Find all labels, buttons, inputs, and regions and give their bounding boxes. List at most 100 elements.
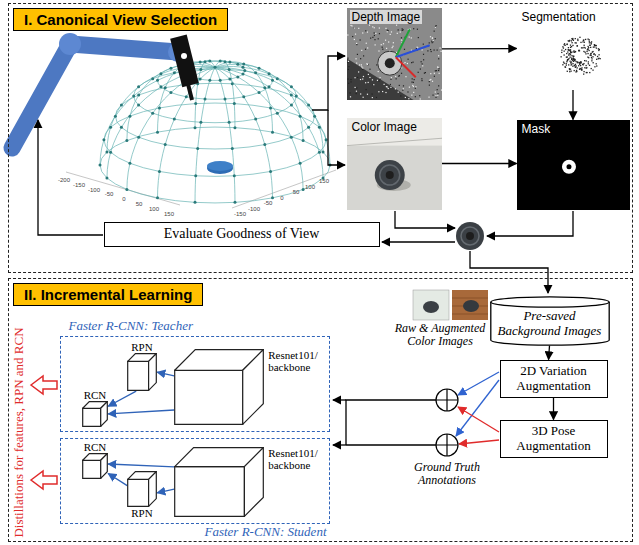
depth-noise	[416, 28, 417, 29]
depth-noise	[431, 40, 432, 41]
segment-point	[573, 59, 574, 60]
depth-noise	[372, 26, 373, 27]
view-point	[290, 85, 293, 88]
flow-line	[38, 120, 103, 235]
segment-point	[583, 39, 584, 40]
depth-noise	[413, 28, 414, 29]
view-point	[254, 71, 257, 74]
segment-point	[579, 63, 580, 64]
view-point	[196, 147, 199, 150]
wood-grain	[452, 298, 488, 314]
segment-point	[587, 48, 588, 49]
depth-noise	[427, 50, 428, 51]
segment-point	[587, 47, 588, 48]
depth-noise	[438, 72, 439, 73]
process-box: 3D Pose Augmentation	[500, 420, 608, 458]
view-point	[132, 94, 135, 97]
segment-point	[587, 56, 588, 57]
depth-noise	[369, 68, 370, 69]
grid-meridian	[215, 60, 235, 127]
depth-noise	[438, 68, 439, 69]
depth-noise	[387, 87, 388, 88]
view-point	[302, 139, 305, 142]
segment-point	[571, 42, 572, 43]
depth-noise	[404, 96, 405, 97]
network-group: RCNRPNResnet101/ backboneFaster R-CNN: S…	[60, 438, 330, 524]
segment-point	[586, 50, 587, 51]
segment-point	[564, 66, 565, 67]
segment-point	[566, 43, 567, 44]
connector-arrow	[157, 489, 174, 493]
image-caption: Color Image	[350, 120, 419, 134]
segment-point	[571, 38, 572, 39]
segment-point	[583, 44, 584, 45]
segment-point	[587, 61, 588, 62]
segmentation-photo	[517, 8, 630, 90]
view-point	[137, 104, 140, 107]
flow-line	[333, 399, 346, 400]
axis-tick: -150	[234, 211, 246, 218]
segment-point	[580, 41, 581, 42]
color-object-hole	[385, 171, 393, 179]
depth-noise	[429, 49, 430, 50]
depth-noise	[362, 55, 363, 56]
depth-noise	[365, 30, 366, 31]
depth-noise	[386, 31, 387, 32]
segment-point	[598, 49, 599, 50]
depth-noise	[397, 91, 398, 92]
depth-noise	[368, 24, 369, 25]
view-point	[231, 82, 234, 85]
segment-point	[591, 51, 592, 52]
segment-point	[569, 49, 570, 50]
depth-noise	[353, 27, 354, 28]
segment-point	[566, 58, 567, 59]
depth-noise	[411, 78, 412, 79]
depth-noise	[421, 63, 422, 64]
segment-point	[569, 53, 570, 54]
cube-face	[128, 480, 149, 507]
flow-line	[333, 444, 346, 445]
depth-noise	[365, 42, 366, 43]
depth-noise	[396, 32, 397, 33]
view-point	[159, 85, 162, 88]
view-point	[322, 151, 325, 154]
depth-noise	[347, 57, 348, 58]
depth-noise	[401, 29, 402, 30]
gripper-tip	[188, 84, 192, 100]
depth-noise	[383, 83, 384, 84]
depth-noise	[433, 30, 434, 31]
axis-tick: 0	[122, 196, 125, 203]
depth-noise	[366, 63, 367, 64]
depth-noise	[382, 43, 383, 44]
depth-noise	[389, 83, 390, 84]
depth-noise	[356, 42, 357, 43]
axis-tick: -150	[73, 181, 85, 188]
segment-point	[580, 47, 581, 48]
cube-shape	[127, 353, 157, 391]
axis-line	[66, 172, 180, 205]
view-point	[233, 174, 236, 177]
depth-noise	[367, 64, 368, 65]
depth-noise	[440, 89, 441, 90]
depth-noise	[359, 78, 360, 79]
segment-point	[574, 58, 575, 59]
segment-point	[599, 58, 600, 59]
image-caption: Mask	[520, 122, 553, 136]
depth-noise	[361, 68, 362, 69]
sum-symbols	[436, 389, 458, 456]
depth-noise	[379, 78, 380, 79]
depth-noise	[419, 95, 420, 96]
depth-noise	[349, 96, 350, 97]
depth-noise	[354, 77, 355, 78]
annotation-label: Ground Truth Annotations	[400, 461, 494, 487]
view-point	[158, 106, 161, 109]
depth-photo	[347, 8, 442, 100]
segment-point	[583, 62, 584, 63]
segment-point	[564, 44, 565, 45]
segment-point	[561, 51, 562, 52]
depth-noise	[421, 78, 422, 79]
depth-noise	[403, 48, 404, 49]
segment-point	[582, 63, 583, 64]
depth-noise	[360, 64, 361, 65]
cube-side	[101, 402, 108, 427]
